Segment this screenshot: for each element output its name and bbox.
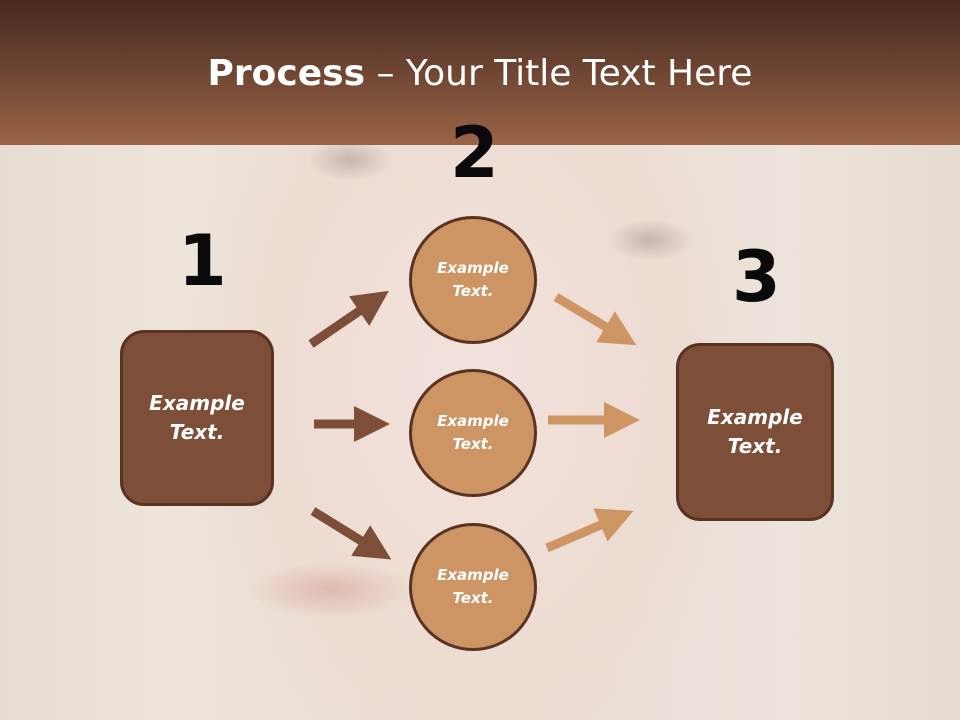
left-box-text: Example Text. [149, 391, 245, 444]
arrow-left-to-bottom [310, 507, 392, 560]
circle-middle-text: Example Text. [437, 412, 509, 453]
circle-top-text: Example Text. [437, 259, 509, 300]
step-number-1: 1 [178, 220, 227, 302]
circle-bottom-text: Example Text. [437, 566, 509, 607]
title-banner: Process – Your Title Text Here [0, 0, 960, 145]
circle-middle: Example Text. [409, 369, 537, 497]
left-process-box: Example Text. [120, 330, 274, 506]
slide-title: Process – Your Title Text Here [0, 52, 960, 96]
arrow-top-to-right [553, 293, 637, 346]
right-process-box: Example Text. [676, 343, 834, 521]
circle-top: Example Text. [409, 216, 537, 344]
right-box-text: Example Text. [707, 405, 803, 458]
circle-bottom: Example Text. [409, 523, 537, 651]
arrow-left-to-top [308, 290, 389, 348]
arrow-bottom-to-right [545, 508, 634, 553]
title-rest: – Your Title Text Here [365, 53, 753, 94]
title-bold: Process [207, 53, 366, 94]
step-number-2: 2 [450, 112, 499, 194]
step-number-3: 3 [732, 236, 781, 318]
